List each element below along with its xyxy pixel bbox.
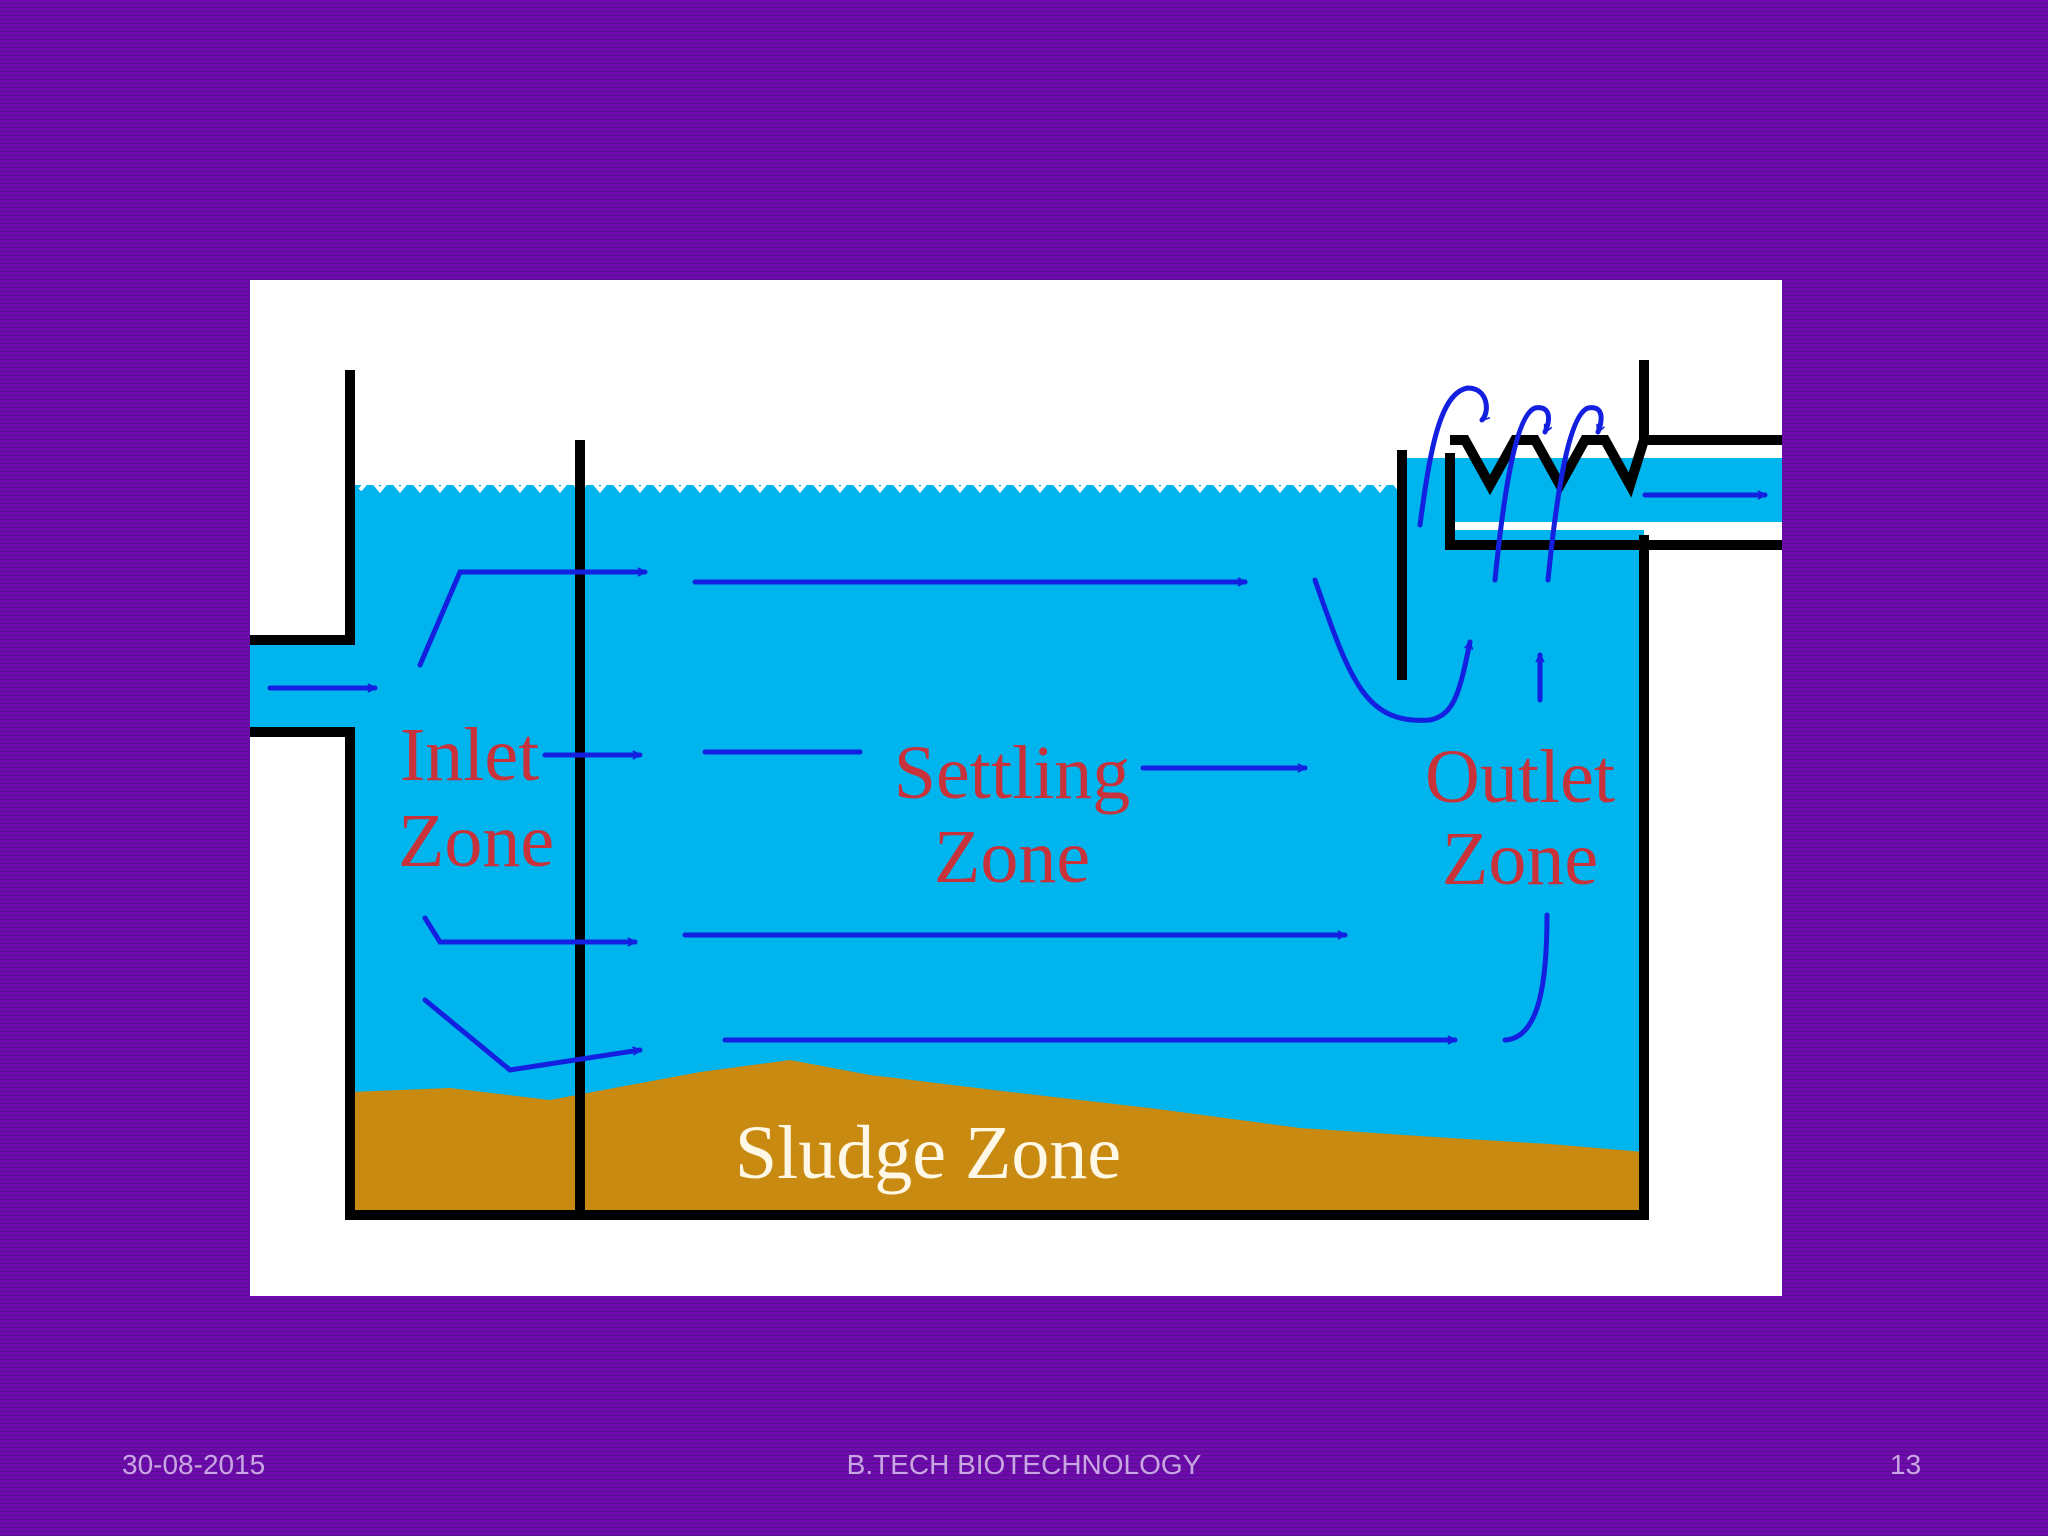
weir-overflow-arrow-1 bbox=[1417, 385, 1491, 528]
inlet-zone-label-line1: Inlet bbox=[400, 713, 539, 797]
outlet-return-arrow bbox=[1502, 912, 1550, 1043]
outlet-zone-label-line2: Zone bbox=[1442, 817, 1598, 901]
sludge-layer bbox=[350, 1060, 1644, 1210]
inlet-arrow-upper bbox=[417, 567, 648, 668]
water-surface-waves bbox=[358, 474, 1402, 494]
inlet-arrow-bottom bbox=[422, 997, 643, 1073]
inlet-wall bbox=[250, 370, 355, 645]
v-notch-weir bbox=[1450, 435, 1649, 498]
outlet-wall-top bbox=[1639, 360, 1782, 445]
weir-overflow-arrow-2 bbox=[1492, 405, 1553, 583]
outlet-zone-label-line1: Outlet bbox=[1425, 735, 1615, 819]
settling-zone-label-line1: Settling bbox=[894, 731, 1130, 815]
weir-overflow-arrow-3 bbox=[1545, 405, 1605, 583]
inlet-zone-label-line2: Zone bbox=[398, 799, 554, 883]
inlet-arrow-lower bbox=[422, 915, 638, 947]
settling-zone-label-line2: Zone bbox=[934, 815, 1090, 899]
inlet-pipe-bottom bbox=[250, 535, 1649, 1220]
water-body bbox=[350, 458, 1644, 1210]
footer-date: 30-08-2015 bbox=[122, 1449, 266, 1480]
outlet-under-baffle-arrow bbox=[1312, 577, 1474, 723]
footer-page-number: 13 bbox=[1890, 1449, 1922, 1480]
flow-arrows bbox=[267, 385, 1768, 1073]
outlet-channel-bottom bbox=[1445, 453, 1782, 550]
sludge-zone-label: Sludge Zone bbox=[735, 1111, 1121, 1195]
sedimentation-tank-diagram: Inlet Zone Settling Zone Outlet Zone Slu… bbox=[250, 360, 1782, 1220]
footer-course-title: B.TECH BIOTECHNOLOGY bbox=[846, 1449, 1202, 1480]
sedimentation-tank-figure: Inlet Zone Settling Zone Outlet Zone Slu… bbox=[250, 280, 1782, 1296]
